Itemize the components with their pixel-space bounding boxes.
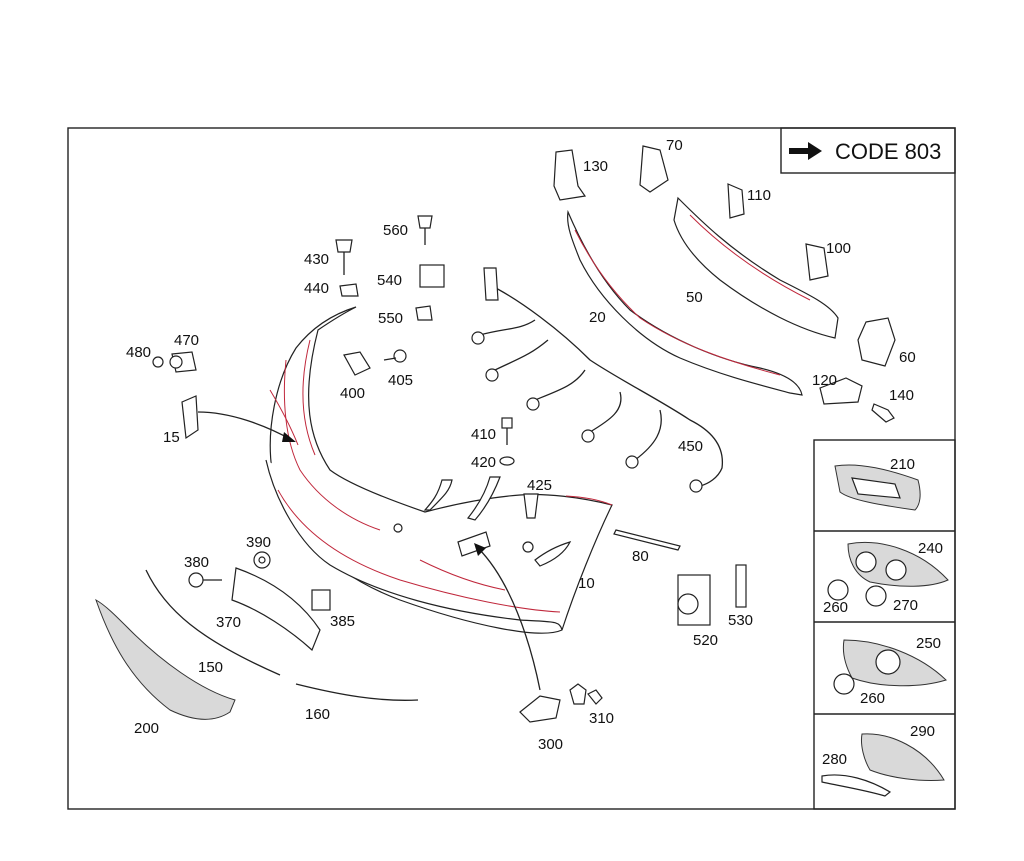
callout-420: 420 <box>471 454 496 471</box>
part-300-310-shape <box>519 683 603 723</box>
panel-210-grille <box>834 464 921 511</box>
part-100-shape <box>805 243 829 281</box>
code-box: CODE 803 <box>780 127 956 174</box>
callout-425: 425 <box>527 477 552 494</box>
fasteners <box>335 215 539 519</box>
callout-labels: 10 15 20 50 60 70 80 100 110 120 130 140… <box>126 137 943 768</box>
pointer-arrow-300 <box>477 547 541 691</box>
callout-290: 290 <box>910 723 935 740</box>
panel-250-grille <box>833 639 947 695</box>
callout-240: 240 <box>918 540 943 557</box>
callout-300: 300 <box>538 736 563 753</box>
callout-20: 20 <box>589 309 606 326</box>
part-15-shape <box>181 395 199 440</box>
part-120-shape <box>819 377 863 405</box>
panel-240-grille <box>827 542 949 607</box>
callout-430: 430 <box>304 251 329 268</box>
callout-130: 130 <box>583 158 608 175</box>
part-470-480-shape <box>152 351 197 373</box>
callout-150: 150 <box>198 659 223 676</box>
callout-440: 440 <box>304 280 329 297</box>
callout-310: 310 <box>589 710 614 727</box>
part-80-shape <box>613 529 681 551</box>
callout-270: 270 <box>893 597 918 614</box>
panel-290-grille <box>821 733 945 797</box>
callout-540: 540 <box>377 272 402 289</box>
callout-410: 410 <box>471 426 496 443</box>
lower-left-parts <box>95 551 419 720</box>
callout-550: 550 <box>378 310 403 327</box>
callout-280: 280 <box>822 751 847 768</box>
bumper-cover <box>265 306 613 634</box>
callout-70: 70 <box>666 137 683 154</box>
part-60-shape <box>857 317 896 367</box>
callout-260b: 260 <box>860 690 885 707</box>
callout-480: 480 <box>126 344 151 361</box>
callout-530: 530 <box>728 612 753 629</box>
arrowhead-300 <box>474 543 486 556</box>
callout-470: 470 <box>174 332 199 349</box>
callout-100: 100 <box>826 240 851 257</box>
callout-15: 15 <box>163 429 180 446</box>
arrowhead-15 <box>282 432 296 442</box>
part-140-shape <box>871 403 895 423</box>
callout-370: 370 <box>216 614 241 631</box>
callout-120: 120 <box>812 372 837 389</box>
callout-385: 385 <box>330 613 355 630</box>
code-label: CODE 803 <box>835 139 941 164</box>
callout-405: 405 <box>388 372 413 389</box>
callout-10: 10 <box>578 575 595 592</box>
part-130-shape <box>553 149 587 201</box>
callout-390: 390 <box>246 534 271 551</box>
variant-panels <box>813 439 956 810</box>
callout-250: 250 <box>916 635 941 652</box>
right-arrow-icon <box>789 142 822 160</box>
callout-110: 110 <box>747 187 771 204</box>
callout-400: 400 <box>340 385 365 402</box>
part-520-530-shape <box>677 564 747 626</box>
callout-210: 210 <box>890 456 915 473</box>
callout-380: 380 <box>184 554 209 571</box>
callout-200: 200 <box>134 720 159 737</box>
callout-260a: 260 <box>823 599 848 616</box>
callout-160: 160 <box>305 706 330 723</box>
callout-60: 60 <box>899 349 916 366</box>
part-110-shape <box>727 183 745 219</box>
part-450-shape <box>471 267 724 493</box>
callout-450: 450 <box>678 438 703 455</box>
part-70-shape <box>639 145 669 193</box>
callout-80: 80 <box>632 548 649 565</box>
part-20-shape <box>567 209 803 396</box>
callout-50: 50 <box>686 289 703 306</box>
pointer-arrow-15 <box>197 411 293 441</box>
callout-560: 560 <box>383 222 408 239</box>
part-50-shape <box>673 196 839 339</box>
callout-520: 520 <box>693 632 718 649</box>
callout-140: 140 <box>889 387 914 404</box>
